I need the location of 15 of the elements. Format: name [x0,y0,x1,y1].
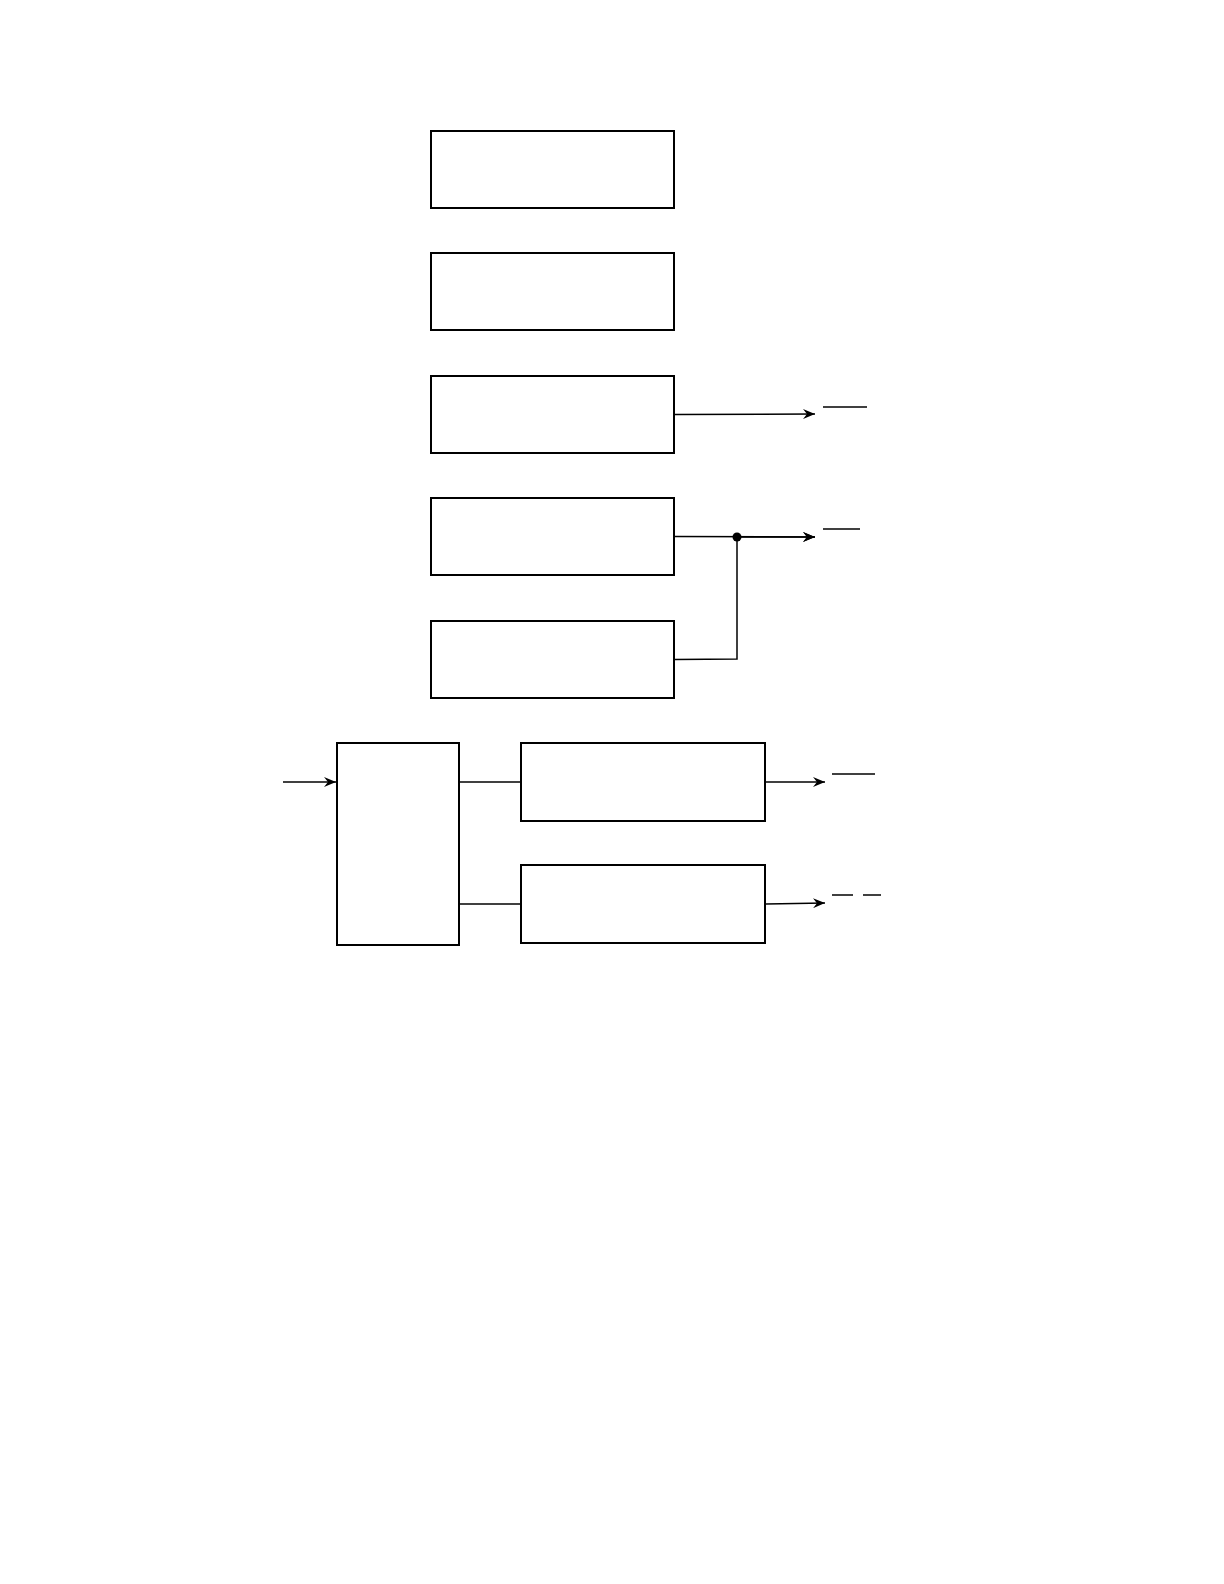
block-box [430,620,675,699]
connector-line [459,781,521,783]
arrow [765,898,826,909]
arrow [282,777,337,787]
arrow [674,532,816,661]
arrow [674,409,816,420]
block-box [430,130,675,209]
arrow [765,777,826,787]
block-box [430,375,675,454]
block-box [520,742,766,822]
block-box [336,742,460,946]
connector-line [459,903,521,905]
block-box [430,497,675,576]
block-box [520,864,766,944]
block-box [430,252,675,331]
